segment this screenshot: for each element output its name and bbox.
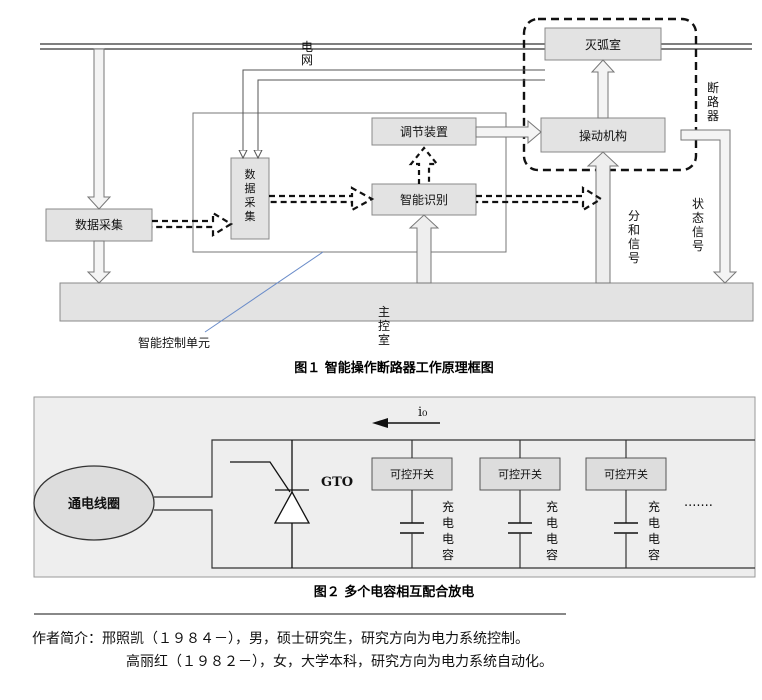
- dashed-arrow-recognition-to-mechanism: [476, 186, 604, 212]
- arc-chamber-box: [544, 27, 662, 61]
- data-collection-outer-label: 数据采集: [75, 217, 123, 232]
- coil-wire-bottom: [154, 509, 755, 569]
- gto-label: GTO: [321, 475, 353, 490]
- arrow-main-to-smart-recognition: [408, 214, 440, 284]
- arrow-data-collection-to-main: [86, 240, 112, 284]
- switch-cap-group-3: 可控开关 充 电 电 容: [585, 440, 667, 568]
- breaker-label-2: 路: [707, 94, 719, 109]
- capacitor-2-char-1: 充: [546, 499, 558, 514]
- controllable-switch-1: [371, 457, 453, 491]
- arrow-mechanism-to-arc-chamber: [590, 59, 616, 119]
- arc-chamber-label: 灭弧室: [585, 37, 621, 52]
- data-collection-inner-char-3: 采: [245, 196, 256, 209]
- capacitor-3-char-4: 容: [648, 547, 660, 562]
- arrow-status-signal: [680, 129, 738, 284]
- current-arrow-head: [372, 418, 388, 428]
- data-collection-inner-char-4: 集: [245, 209, 256, 223]
- grid-label-2: 网: [301, 53, 313, 67]
- status-signal-2: 态: [692, 211, 704, 225]
- data-collection-inner-char-2: 据: [245, 181, 256, 195]
- feedback-line-2: [258, 79, 545, 158]
- dashed-arrow-inner-to-recognition: [269, 186, 375, 212]
- more-capacitors-ellipsis: ·······: [684, 499, 713, 514]
- smart-recognition-label: 智能识别: [400, 192, 448, 207]
- dashed-arrow-recognition-to-regulating: [408, 146, 440, 184]
- capacitor-1-char-4: 容: [442, 547, 454, 562]
- gto-thyristor: [230, 440, 311, 568]
- open-close-signal-1: 分: [628, 209, 640, 223]
- controllable-switch-2: [479, 457, 561, 491]
- figure1: 电 网 灭弧室 操动机构 调节装置 智能识别 数 据 采 集 数据采集 主 控 …: [40, 17, 754, 376]
- open-close-signal-2: 和: [628, 223, 640, 237]
- figure2: i₀ 通电线圈 GTO 可控开关 充 电 电 容: [33, 396, 756, 600]
- coil-label: 通电线圈: [68, 496, 120, 512]
- current-label: i₀: [418, 405, 427, 420]
- main-control-room-box: [59, 282, 754, 322]
- capacitor-3-char-3: 电: [648, 532, 660, 546]
- main-control-room-char-3: 室: [378, 332, 390, 347]
- capacitor-3-char-2: 电: [648, 516, 660, 530]
- capacitor-1-char-1: 充: [442, 499, 454, 514]
- coil-wire-top: [154, 439, 755, 498]
- coil-ellipse: [33, 465, 155, 541]
- regulating-device-box: [371, 117, 477, 146]
- author-intro-line-1: 作者简介：邢照凯（１９８４－），男，硕士研究生，研究方向为电力系统控制。: [32, 631, 529, 647]
- regulating-device-label: 调节装置: [400, 125, 448, 139]
- figure2-caption: 图２ 多个电容相互配合放电: [314, 584, 475, 600]
- capacitor-2-char-2: 电: [546, 516, 558, 530]
- figure1-caption: 图１ 智能操作断路器工作原理框图: [294, 360, 494, 376]
- capacitor-2-char-3: 电: [546, 532, 558, 546]
- smart-control-unit-pointer: [204, 251, 324, 333]
- author-intro-line-2: 高丽红（１９８２－），女，大学本科，研究方向为电力系统自动化。: [126, 654, 553, 670]
- status-signal-4: 号: [692, 239, 704, 253]
- controllable-switch-3-label: 可控开关: [604, 467, 648, 481]
- capacitor-3-char-1: 充: [648, 499, 660, 514]
- data-collection-inner-char-1: 数: [245, 168, 256, 181]
- operating-mechanism-label: 操动机构: [579, 128, 627, 143]
- smart-control-unit-boundary: [192, 112, 507, 253]
- open-close-signal-3: 信: [628, 237, 640, 251]
- arrow-grid-to-data-collection: [86, 48, 112, 210]
- smart-control-unit-label: 智能控制单元: [138, 335, 210, 350]
- arrow-regulating-to-mechanism: [475, 119, 542, 145]
- data-collection-inner-box: [230, 157, 270, 240]
- status-signal-1: 状: [692, 197, 704, 211]
- main-control-room-char-2: 控: [378, 319, 390, 333]
- controllable-switch-3: [585, 457, 667, 491]
- controllable-switch-1-label: 可控开关: [390, 467, 434, 481]
- open-close-signal-4: 号: [628, 251, 640, 265]
- feedback-line-1: [243, 69, 545, 158]
- capacitor-1-char-3: 电: [442, 532, 454, 546]
- main-control-room-char-1: 主: [378, 305, 390, 319]
- breaker-label-3: 器: [707, 109, 719, 123]
- controllable-switch-2-label: 可控开关: [498, 467, 542, 481]
- breaker-label-1: 断: [707, 80, 719, 95]
- grid-label-1: 电: [301, 40, 313, 54]
- capacitor-1-char-2: 电: [442, 516, 454, 530]
- switch-cap-group-2: 可控开关 充 电 电 容: [479, 440, 561, 568]
- capacitor-2-char-4: 容: [546, 547, 558, 562]
- arrow-open-close-signal: [586, 151, 620, 284]
- switch-cap-group-1: 可控开关 充 电 电 容: [371, 440, 454, 568]
- dashed-arrow-outer-to-inner: [152, 211, 234, 237]
- status-signal-3: 信: [692, 225, 704, 239]
- operating-mechanism-box: [540, 117, 666, 153]
